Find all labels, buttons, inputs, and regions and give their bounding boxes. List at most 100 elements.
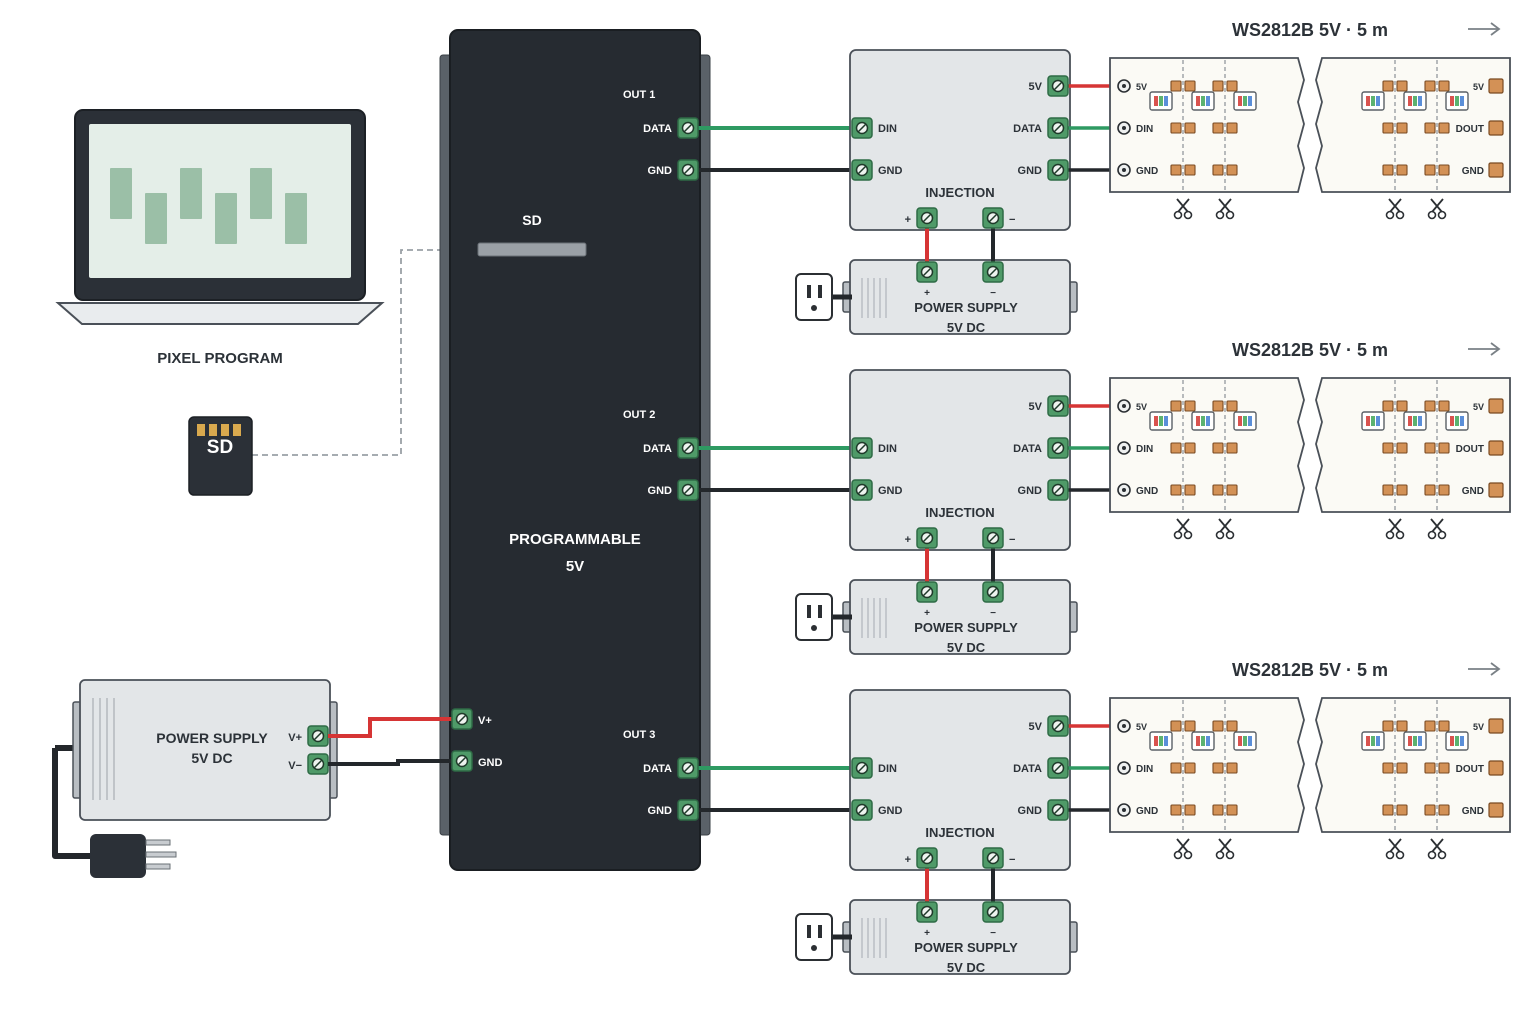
local-psu-plus-label: + [924,288,930,299]
copper-pad [1212,80,1224,92]
sd-slot[interactable] [477,242,587,257]
strip-input-pad[interactable] [1117,163,1131,177]
copper-pad [1212,804,1224,816]
copper-pad [1382,164,1394,176]
terminal-screw-icon[interactable] [1047,799,1069,821]
local-psu-plus-label: + [924,608,930,619]
strip-input-pad[interactable] [1117,761,1131,775]
copper-pad [1438,442,1450,454]
terminal-screw-icon[interactable] [1047,75,1069,97]
terminal-screw-icon[interactable] [851,117,873,139]
arrow-head [1490,662,1501,676]
sd-card[interactable]: SD [188,416,253,496]
terminal-screw-icon[interactable] [916,261,938,283]
copper-pad [1170,804,1182,816]
terminal-screw-icon[interactable] [1047,715,1069,737]
terminal-screw-icon[interactable] [677,799,699,821]
strip-dout-label: DOUT [1456,444,1484,455]
copper-pad [1396,122,1408,134]
terminal-screw-icon[interactable] [677,159,699,181]
copper-pad [1396,762,1408,774]
copper-pad [1396,164,1408,176]
strip-output-pad[interactable] [1488,398,1504,414]
laptop-caption: PIXEL PROGRAM [157,350,283,367]
terminal-screw-icon[interactable] [677,479,699,501]
injection-din-label: DIN [878,443,897,455]
terminal-screw-icon[interactable] [677,757,699,779]
terminal-screw-icon[interactable] [982,261,1004,283]
terminal-screw-icon[interactable] [451,750,473,772]
strip-output-pad[interactable] [1488,78,1504,94]
copper-pad [1438,400,1450,412]
terminal-screw-icon[interactable] [1047,479,1069,501]
strip-input-pad[interactable] [1117,441,1131,455]
terminal-screw-icon[interactable] [916,527,938,549]
copper-pad [1226,164,1238,176]
copper-pad [1382,804,1394,816]
terminal-screw-icon[interactable] [851,799,873,821]
copper-pad [1438,804,1450,816]
injection-body [849,369,1071,551]
arrow-head [1490,342,1501,356]
copper-pad [1212,442,1224,454]
injection-gnd-out-label: GND [1018,165,1043,177]
terminal-screw-icon[interactable] [851,159,873,181]
terminal-screw-icon[interactable] [1047,437,1069,459]
strip-output-pad[interactable] [1488,802,1504,818]
strip-output-pad[interactable] [1488,760,1504,776]
injection-gnd-in-label: GND [878,485,903,497]
terminal-screw-icon[interactable] [982,847,1004,869]
scissors-icon [1385,838,1405,860]
led-chip [1191,731,1215,751]
led-chip [1233,411,1257,431]
strip-input-pad[interactable] [1117,79,1131,93]
strip-output-pad[interactable] [1488,162,1504,178]
strip-output-pad[interactable] [1488,482,1504,498]
terminal-screw-icon[interactable] [1047,757,1069,779]
strip-input-pad[interactable] [1117,719,1131,733]
terminal-screw-icon[interactable] [982,207,1004,229]
terminal-screw-icon[interactable] [982,581,1004,603]
terminal-screw-icon[interactable] [982,901,1004,923]
copper-pad [1170,164,1182,176]
strip-output-pad[interactable] [1488,440,1504,456]
terminal-screw-icon[interactable] [916,901,938,923]
strip-gnd-label: GND [1136,166,1158,177]
terminal-screw-icon[interactable] [1047,117,1069,139]
strip-input-pad[interactable] [1117,803,1131,817]
copper-pad [1424,80,1436,92]
strip-output-pad[interactable] [1488,120,1504,136]
terminal-screw-icon[interactable] [851,437,873,459]
strip-title: WS2812B 5V · 5 m [1232,20,1388,40]
led-chip [1445,91,1469,111]
terminal-screw-icon[interactable] [916,581,938,603]
arrow-right-icon [1468,342,1501,356]
terminal-screw-icon[interactable] [307,753,329,775]
terminal-screw-icon[interactable] [851,479,873,501]
scissors-icon [1173,838,1193,860]
strip-out-gnd-label: GND [1462,166,1484,177]
strip-output-pad[interactable] [1488,718,1504,734]
strip-input-pad[interactable] [1117,483,1131,497]
terminal-screw-icon[interactable] [307,725,329,747]
wire-main-vplus [328,717,452,738]
terminal-screw-icon[interactable] [677,117,699,139]
terminal-screw-icon[interactable] [982,527,1004,549]
terminal-screw-icon[interactable] [677,437,699,459]
terminal-screw-icon[interactable] [1047,395,1069,417]
terminal-screw-icon[interactable] [851,757,873,779]
injection-data-label: DATA [1013,443,1042,455]
terminal-screw-icon[interactable] [916,207,938,229]
terminal-screw-icon[interactable] [451,708,473,730]
copper-pad [1424,442,1436,454]
terminal-screw-icon[interactable] [1047,159,1069,181]
strip-input-pad[interactable] [1117,399,1131,413]
main-psu-vplus-label: V+ [288,732,302,744]
copper-pad [1438,164,1450,176]
strip-dout-label: DOUT [1456,124,1484,135]
strip-input-pad[interactable] [1117,121,1131,135]
terminal-screw-icon[interactable] [916,847,938,869]
